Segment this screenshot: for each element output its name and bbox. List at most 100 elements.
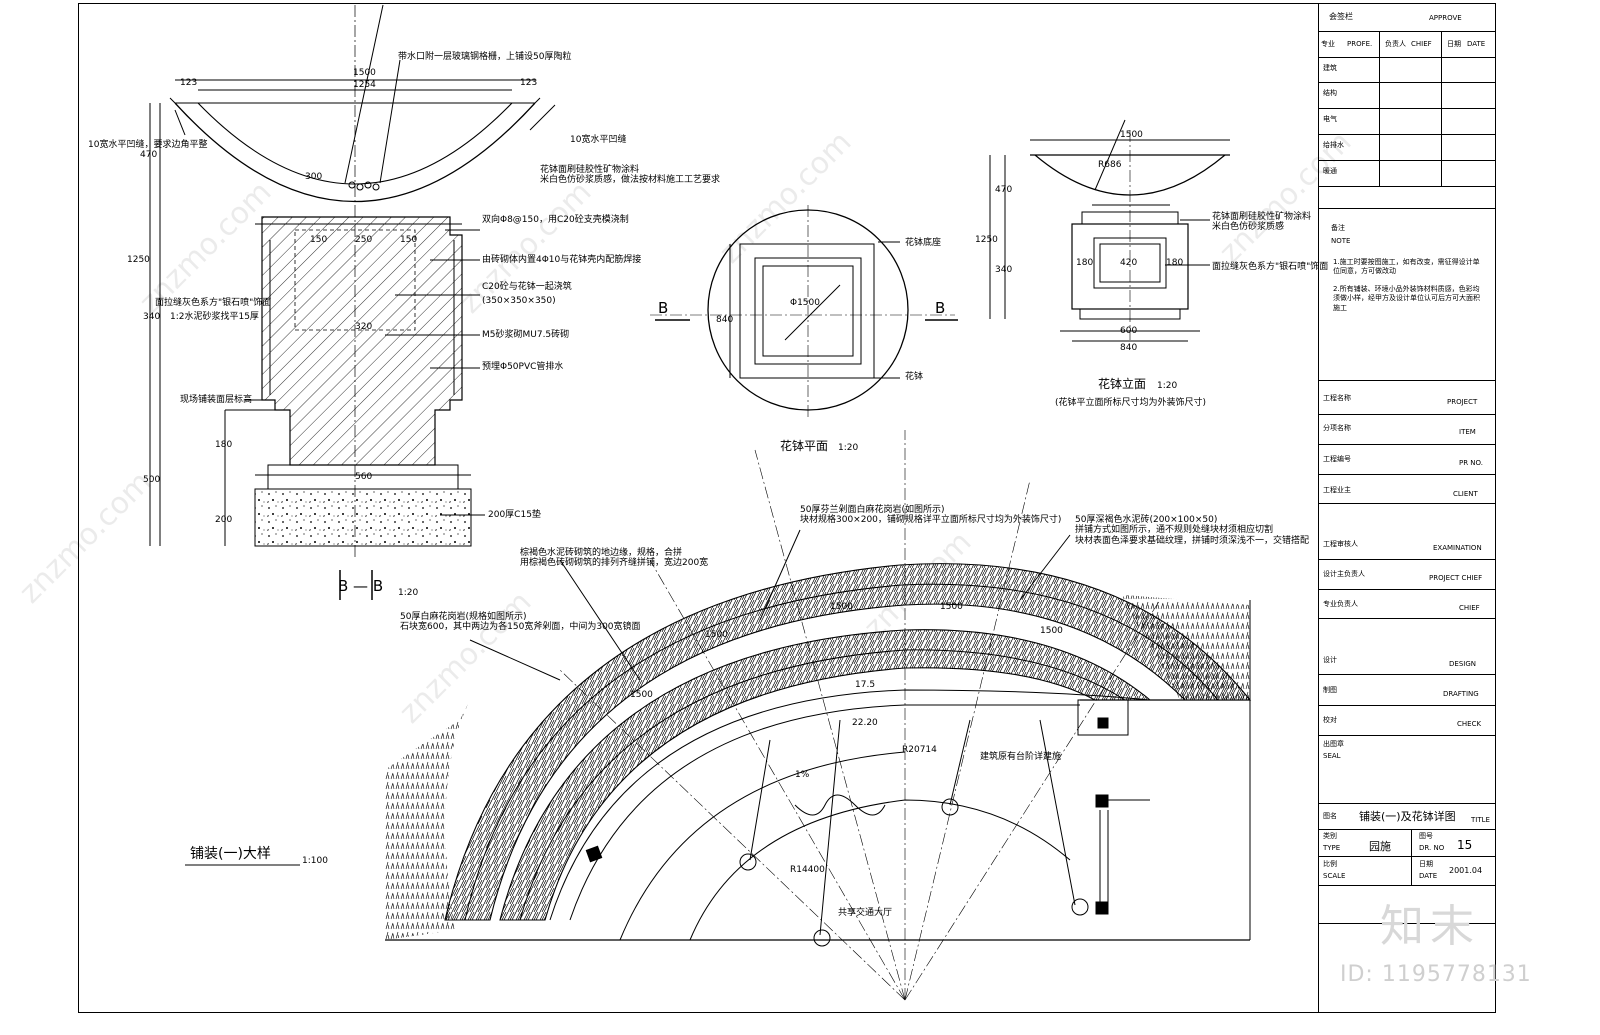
dim-label: 340 <box>143 312 161 322</box>
dim-label: 840 <box>1120 343 1138 353</box>
drawing-frame <box>78 3 1496 1013</box>
note: 棕褐色水泥砖砌筑的地边缘，规格，合拼 用棕褐色砖砌砌筑的排列齐缝拼铺，宽边200… <box>520 548 709 569</box>
field-pr-no: 工程编号 <box>1323 455 1351 463</box>
note: 50厚芬兰剁面白麻花岗岩(如图所示) 块材规格300×200，铺砌规格详平立面所… <box>800 505 1062 526</box>
dim-label: 1254 <box>353 80 376 90</box>
dim-label: 150 <box>310 235 328 245</box>
dim-label: 123 <box>520 78 538 88</box>
plan-view <box>650 205 958 420</box>
sign-label: 会签栏 <box>1329 12 1353 21</box>
field-seal-en: SEAL <box>1323 752 1341 760</box>
field-project-en: PROJECT <box>1447 398 1478 406</box>
note: 带水口附一层玻璃钢格栅，上铺设50厚陶粒 <box>398 52 572 62</box>
dim-label: R20714 <box>902 745 937 755</box>
note: 建筑原有台阶详建施 <box>980 752 1062 762</box>
note: 50厚白麻花岗岩(规格如图所示) 石块宽600，其中两边为各150宽斧剁面，中间… <box>400 612 641 633</box>
dim-label: 1500 <box>353 68 376 78</box>
section-bb-title: B — B <box>338 577 384 595</box>
note: 200厚C15垫 <box>488 510 541 520</box>
col-chief-en: CHIEF <box>1411 40 1432 48</box>
field-design-en: DESIGN <box>1449 660 1476 668</box>
note: C20砼与花钵一起浇筑 <box>482 282 572 292</box>
note: 50厚深褐色水泥砖(200×100×50) 拼铺方式如图所示，通不规则处缝块材须… <box>1075 515 1310 546</box>
date-label: 日期 <box>1419 860 1433 868</box>
note: 面拉缝灰色系方"银石喷"饰面 <box>155 298 272 308</box>
note: 预埋Φ50PVC管排水 <box>482 362 564 372</box>
row-architecture: 建筑 <box>1323 64 1337 72</box>
dim-label: 1500 <box>1040 626 1063 636</box>
drawing-title-en: TITLE <box>1471 816 1490 824</box>
field-item-en: ITEM <box>1459 428 1476 436</box>
dr-no-value: 15 <box>1457 838 1473 852</box>
elevation-view <box>989 119 1230 342</box>
row-hvac: 暖通 <box>1323 167 1337 175</box>
paving-plan <box>185 430 1252 1001</box>
note: 共享交通大厅 <box>838 908 893 918</box>
field-drafting-en: DRAFTING <box>1443 690 1479 698</box>
dim-label: 1500 <box>705 630 728 640</box>
dim-label: Φ1500 <box>790 298 820 308</box>
scale-label-en: SCALE <box>1323 872 1346 880</box>
field-client: 工程业主 <box>1323 486 1351 494</box>
note: 双向Φ8@150，用C20砼支壳模浇制 <box>482 215 629 225</box>
dim-label: 150 <box>400 235 418 245</box>
dim-label: 1500 <box>1120 130 1143 140</box>
elevation-subnote: (花钵平立面所标尺寸均为外装饰尺寸) <box>1055 398 1207 408</box>
field-check-en: CHECK <box>1457 720 1482 728</box>
dim-label: 1500 <box>940 602 963 612</box>
dim-label: 320 <box>355 322 373 332</box>
dim-label: 560 <box>355 472 373 482</box>
field-project-chief: 设计主负责人 <box>1323 570 1365 578</box>
dim-label: 250 <box>355 235 373 245</box>
row-structure: 结构 <box>1323 89 1337 97</box>
col-date: 日期 <box>1447 40 1461 48</box>
field-drafting: 制图 <box>1323 686 1337 694</box>
note: 10宽水平凹缝 <box>570 135 627 145</box>
note: 由砖砌体内置4Φ10与花钵壳内配筋焊接 <box>482 255 642 265</box>
elevation-title: 花钵立面 <box>1098 377 1147 391</box>
dim-label: 420 <box>1120 258 1138 268</box>
field-design: 设计 <box>1323 656 1337 664</box>
drawing-canvas <box>149 4 1252 1001</box>
dim-label: 180 <box>1076 258 1094 268</box>
note: 花钵底座 <box>905 238 942 248</box>
field-client-en: CLIENT <box>1453 490 1478 498</box>
section-mark-b-right: B <box>935 299 946 317</box>
date-value: 2001.04 <box>1449 866 1483 875</box>
dim-label: 180 <box>1166 258 1184 268</box>
dr-no-label: 图号 <box>1419 832 1433 840</box>
date-label-en: DATE <box>1419 872 1438 880</box>
field-pr-no-en: PR NO. <box>1459 459 1483 467</box>
field-examination-en: EXAMINATION <box>1433 544 1482 552</box>
scale-label: 比例 <box>1323 860 1337 868</box>
note-title-en: NOTE <box>1331 237 1351 245</box>
dim-label: 180 <box>215 440 233 450</box>
sign-label-en: APPROVE <box>1429 14 1462 22</box>
title-block: 会签栏 APPROVE 专业 PROFE. 负责人 CHIEF 日期 DATE … <box>1318 3 1496 1013</box>
note: 现场铺装面层标高 <box>180 395 253 405</box>
field-check: 校对 <box>1323 716 1337 724</box>
dim-label: 470 <box>995 185 1013 195</box>
dim-label: 340 <box>995 265 1013 275</box>
dim-label: 1500 <box>830 602 853 612</box>
dim-label: 200 <box>215 515 233 525</box>
col-date-en: DATE <box>1467 40 1486 48</box>
note-1: 1.施工时要按图施工，如有改变，需征得设计单位同意，方可做改动 <box>1333 258 1480 276</box>
paving-scale: 1:100 <box>302 856 328 866</box>
plan-scale: 1:20 <box>838 443 859 453</box>
note: (350×350×350) <box>482 296 556 306</box>
dim-label: 1% <box>795 770 810 780</box>
dim-label: 22.20 <box>852 718 878 728</box>
dim-label: 600 <box>1120 326 1138 336</box>
note: 花钵面刷硅胶性矿物涂料 米白色仿砂浆质感 <box>1212 212 1312 233</box>
brand-logo: 知末 <box>1380 901 1480 952</box>
note: 花钵面刷硅胶性矿物涂料 米白色仿砂浆质感，做法按材料施工工艺要求 <box>540 165 721 186</box>
dim-label: R14400 <box>790 865 825 875</box>
paving-title: 铺装(一)大样 <box>190 846 271 862</box>
note: 10宽水平凹缝，要求边角平整 <box>88 140 208 150</box>
field-examination: 工程审核人 <box>1323 540 1358 548</box>
field-seal: 出图章 <box>1323 740 1344 748</box>
section-bb-scale: 1:20 <box>398 588 419 598</box>
dim-label: 300 <box>305 172 323 182</box>
field-project-chief-en: PROJECT CHIEF <box>1429 574 1483 582</box>
